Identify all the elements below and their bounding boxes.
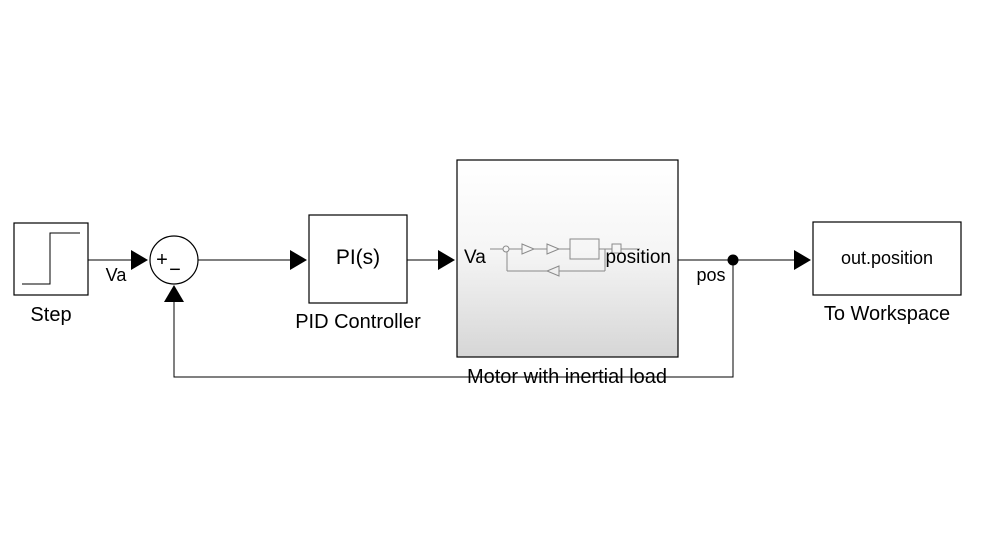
motor-subsystem-block[interactable]: Va position: [456, 159, 679, 358]
motor-subsystem-frame[interactable]: [456, 159, 679, 358]
to-workspace-name: To Workspace: [824, 303, 950, 325]
motor-output-port-label: position: [606, 247, 672, 268]
arrowhead-icon: [131, 250, 148, 270]
motor-input-port-label: Va: [464, 247, 486, 268]
sum-minus-sign: −: [169, 259, 181, 281]
step-icon: [22, 232, 80, 285]
feedback-line[interactable]: [173, 260, 734, 378]
signal-label-pos[interactable]: pos: [696, 265, 725, 285]
subsystem-thumbnail-icon: [490, 238, 640, 277]
motor-subsystem-name: Motor with inertial load: [467, 366, 667, 388]
to-workspace-label: out.position: [841, 248, 933, 268]
step-block-name: Step: [30, 304, 71, 326]
step-block-frame[interactable]: [13, 222, 89, 296]
to-workspace-frame[interactable]: [812, 221, 962, 296]
step-block[interactable]: [13, 222, 89, 296]
pid-controller-block[interactable]: PI(s): [308, 214, 408, 304]
sum-plus-sign: +: [156, 249, 168, 271]
arrowhead-icon: [164, 285, 184, 302]
arrowhead-icon: [290, 250, 307, 270]
sum-block[interactable]: + −: [149, 235, 199, 285]
arrowhead-icon: [794, 250, 811, 270]
signal-label-va[interactable]: Va: [106, 265, 128, 285]
pid-block-label: PI(s): [336, 246, 380, 269]
pid-block-frame[interactable]: [308, 214, 408, 304]
arrowhead-icon: [438, 250, 455, 270]
pid-block-name: PID Controller: [295, 311, 421, 333]
to-workspace-block[interactable]: out.position: [812, 221, 962, 296]
